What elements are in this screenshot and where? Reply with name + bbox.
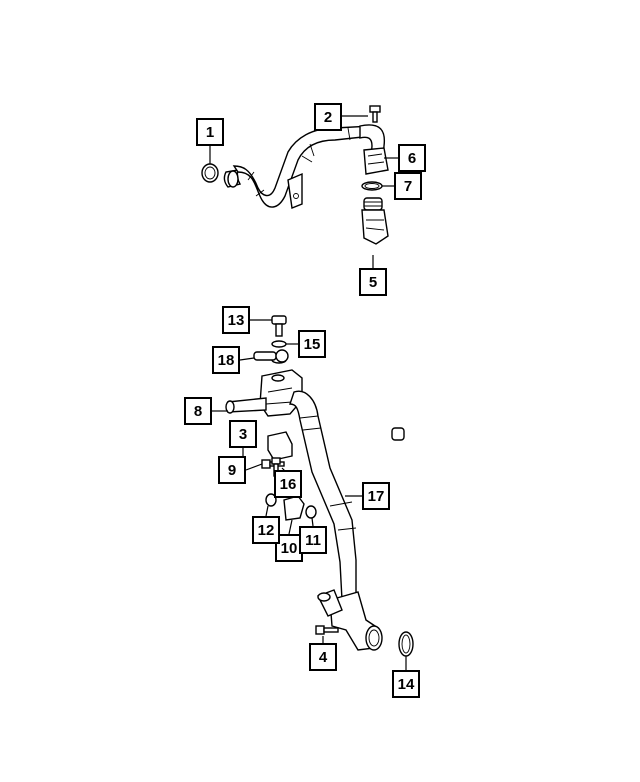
o-ring-part-11 [305, 505, 317, 519]
hose-bracket [287, 172, 303, 209]
connector-part-6 [363, 147, 389, 175]
fitting-part-10 [283, 495, 305, 521]
callout-3: 3 [229, 420, 257, 448]
callout-13: 13 [222, 306, 250, 334]
callout-5: 5 [359, 268, 387, 296]
nipple-part-8 [225, 397, 267, 414]
bolt-part-2 [369, 105, 381, 123]
callout-15: 15 [298, 330, 326, 358]
callout-7: 7 [394, 172, 422, 200]
fitting-part-5 [361, 197, 389, 245]
bracket-part-3 [267, 431, 293, 461]
bolt-part-13 [271, 315, 287, 337]
upper-hose-tube [232, 125, 373, 208]
callout-11: 11 [299, 526, 327, 554]
callout-6: 6 [398, 144, 426, 172]
callout-12: 12 [252, 516, 280, 544]
o-ring-part-14 [398, 631, 414, 657]
lower-hose [225, 315, 414, 657]
upper-hose [201, 105, 389, 245]
callout-1: 1 [196, 118, 224, 146]
callout-18: 18 [212, 346, 240, 374]
callout-4: 4 [309, 643, 337, 671]
callout-8: 8 [184, 397, 212, 425]
banjo-part-18 [253, 349, 289, 363]
o-ring-part-12 [265, 493, 277, 507]
bolt-part-4 [315, 625, 339, 635]
callout-16: 16 [274, 470, 302, 498]
callout-2: 2 [314, 103, 342, 131]
callout-14: 14 [392, 670, 420, 698]
callout-9: 9 [218, 456, 246, 484]
leader-lines [209, 115, 407, 670]
callout-17: 17 [362, 482, 390, 510]
